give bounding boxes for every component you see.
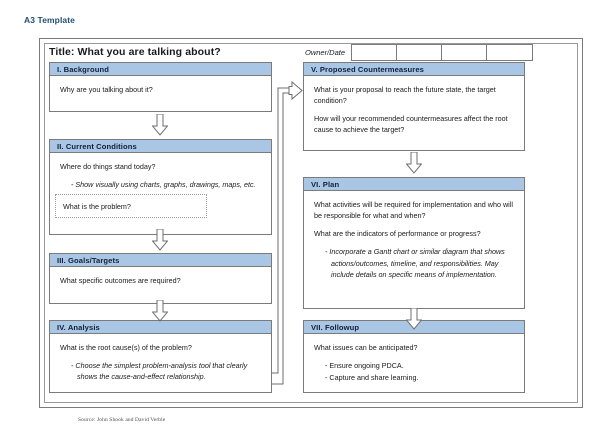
section-header-analysis: IV. Analysis [50,321,271,334]
owner-date-cell[interactable] [352,45,398,60]
problem-statement-text: What is the problem? [63,202,131,211]
section-body-current-conditions: Where do things stand today? - Show visu… [50,153,271,197]
section-text: What specific outcomes are required? [60,276,181,285]
a3-title: Title: What you are talking about? [49,46,221,58]
section-header-proposed-countermeasures: V. Proposed Countermeasures [304,63,524,76]
section-header-current-conditions: II. Current Conditions [50,140,271,153]
arrow-down-icon [152,114,168,136]
section-header-background: I. Background [50,63,271,76]
section-current-conditions: II. Current Conditions Where do things s… [49,139,272,235]
section-header-goals-targets: III. Goals/Targets [50,254,271,267]
section-analysis: IV. Analysis What is the root cause(s) o… [49,320,272,393]
page-title: A3 Template [24,15,76,25]
bullet-list: - Show visually using charts, graphs, dr… [71,179,262,190]
section-body-analysis: What is the root cause(s) of the problem… [50,334,271,389]
section-text: What is the root cause(s) of the problem… [60,343,192,352]
bullet-item: - Incorporate a Gantt chart or similar d… [325,247,505,279]
arrow-down-icon [152,300,168,322]
owner-date-block: Owner/Date [305,44,534,61]
arrow-down-icon [406,308,422,330]
bullet-item: - Choose the simplest problem-analysis t… [71,361,248,382]
section-body-plan: What activities will be required for imp… [304,191,524,287]
owner-date-cell[interactable] [487,45,532,60]
section-text: What are the indicators of performance o… [314,229,481,239]
section-body-background: Why are you talking about it? [50,76,271,101]
section-proposed-countermeasures: V. Proposed Countermeasures What is your… [303,62,525,151]
owner-date-cell[interactable] [397,45,443,60]
section-text: Why are you talking about it? [60,85,153,94]
arrow-down-icon [406,152,422,174]
bullet-list: - Incorporate a Gantt chart or similar d… [325,246,515,279]
section-text: What activities will be required for imp… [314,200,513,221]
section-text: How will your recommended countermeasure… [314,114,508,135]
section-body-proposed-countermeasures: What is your proposal to reach the futur… [304,76,524,142]
section-text: Where do things stand today? [60,162,156,171]
section-plan: VI. Plan What activities will be require… [303,177,525,309]
a3-inner-border [44,43,578,403]
owner-date-table [351,44,534,61]
bullet-item: - Capture and share learning. [325,373,419,383]
bullet-list: - Choose the simplest problem-analysis t… [71,360,262,382]
section-body-goals-targets: What specific outcomes are required? [50,267,271,292]
owner-date-cell[interactable] [442,45,488,60]
section-text: What is your proposal to reach the futur… [314,85,496,106]
section-header-plan: VI. Plan [304,178,524,191]
bullet-item: - Ensure ongoing PDCA. [325,361,404,371]
source-note: Source: John Shook and David Verble [78,417,166,423]
bullet-item: - Show visually using charts, graphs, dr… [71,180,256,190]
owner-date-label: Owner/Date [305,48,346,57]
section-body-followup: What issues can be anticipated? - Ensure… [304,334,524,390]
section-goals-targets: III. Goals/Targets What specific outcome… [49,253,272,304]
section-text: What issues can be anticipated? [314,343,418,352]
section-followup: VII. Followup What issues can be anticip… [303,320,525,393]
problem-statement-box[interactable]: What is the problem? [55,194,207,218]
arrow-down-icon [152,229,168,251]
bullet-list: - Ensure ongoing PDCA. - Capture and sha… [325,360,515,383]
section-background: I. Background Why are you talking about … [49,62,272,112]
